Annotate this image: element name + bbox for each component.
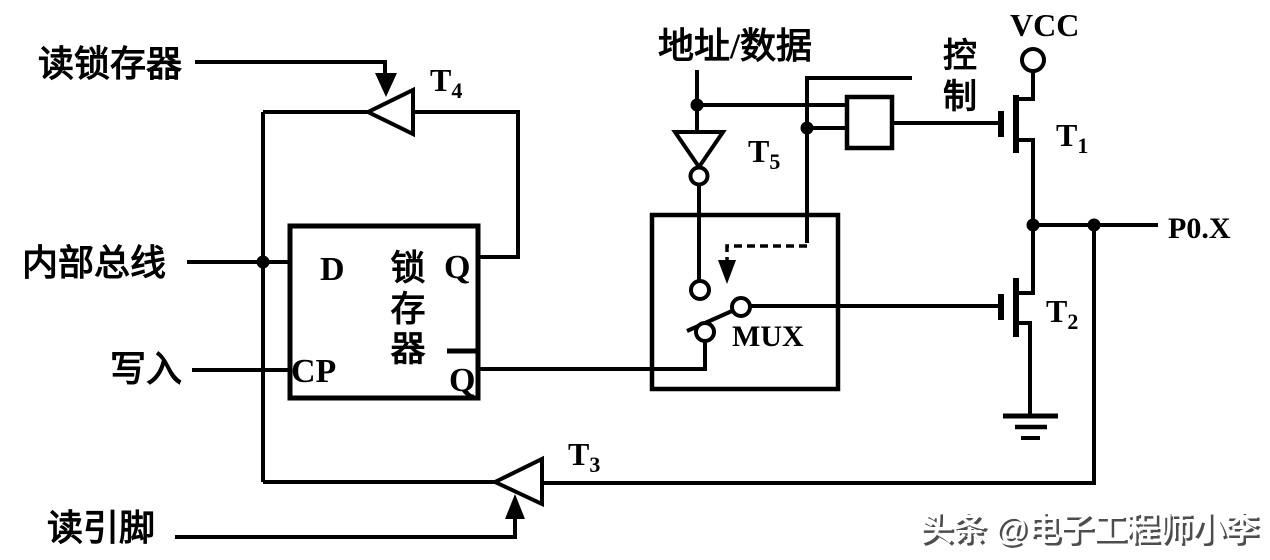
mux-block: MUX — [649, 212, 841, 392]
latch-name-char1: 锁 — [390, 249, 425, 288]
latch-qbar-label: Q — [449, 362, 475, 399]
t2-mosfet: T2 — [998, 278, 1078, 337]
qbar-to-mux-wire — [478, 333, 707, 371]
t3-label: T3 — [568, 436, 600, 477]
q-to-t4-wire — [413, 110, 520, 259]
latch-name-char2: 存 — [390, 290, 425, 329]
latch-box — [287, 223, 481, 401]
mux-contact-common-icon — [730, 296, 752, 318]
junction-dot-control — [800, 121, 814, 135]
watermark: 头条 @电子工程师小李 头条 @电子工程师小李 — [920, 510, 1261, 550]
mux-select-dashed-wire — [725, 244, 807, 262]
read-pin-arrow-icon — [505, 494, 525, 519]
write-label: 写入 — [110, 349, 182, 389]
read-latch-wire — [195, 60, 387, 76]
t2-drain-wire — [1016, 230, 1035, 295]
latch-block: D CP Q Q 锁 存 器 — [287, 223, 481, 401]
read-latch-arrow-icon — [375, 73, 397, 97]
control-label-line2: 制 — [943, 78, 977, 116]
t1-label: T1 — [1056, 117, 1088, 158]
internal-bus-label: 内部总线 — [22, 243, 166, 283]
read-pin-label: 读引脚 — [47, 508, 155, 548]
ground-icon — [1003, 413, 1058, 440]
address-data-label: 地址/数据 — [658, 26, 812, 66]
t4-buffer-triangle-icon — [363, 86, 415, 138]
inverter-triangle-icon — [671, 130, 727, 171]
junction-dot-internal-bus — [256, 255, 270, 269]
t5-inverter: T5 — [671, 130, 780, 187]
wires — [175, 60, 1158, 539]
t5-label: T5 — [748, 133, 780, 174]
latch-name-char3: 器 — [390, 330, 426, 369]
p0x-label: P0.X — [1168, 212, 1231, 245]
read-pin-wire — [175, 517, 517, 539]
t2-label: T2 — [1046, 293, 1078, 334]
watermark-text: 头条 @电子工程师小李 — [920, 510, 1258, 547]
watermark-shadow-text: 头条 @电子工程师小李 — [923, 513, 1261, 550]
junction-dot-address-data — [690, 98, 704, 112]
inverter-bubble-icon — [688, 165, 710, 187]
t4-label: T4 — [430, 62, 462, 103]
mux-label: MUX — [732, 320, 804, 353]
mux-contact-top-icon — [689, 279, 711, 301]
control-label-line1: 控 — [943, 37, 977, 75]
and-gate-box — [844, 94, 895, 151]
junction-dot-t1-source — [1026, 218, 1040, 232]
t1-source-wire — [1016, 138, 1035, 225]
t4-buffer: T4 — [363, 62, 462, 138]
vcc-label: VCC — [1010, 7, 1079, 43]
junction-dot-p0x — [1087, 218, 1101, 232]
t1-mosfet: T1 — [998, 47, 1088, 158]
latch-q-label: Q — [444, 249, 470, 286]
t2-source-wire — [1016, 321, 1032, 414]
read-latch-label: 读锁存器 — [38, 44, 183, 84]
t1-drain-wire — [1016, 72, 1035, 101]
latch-d-label: D — [320, 251, 345, 288]
mux-contact-bottom-icon — [694, 321, 716, 343]
latch-cp-label: CP — [291, 353, 336, 390]
control-wire — [805, 76, 912, 243]
mux-box — [649, 212, 841, 392]
vcc-terminal-icon — [1020, 47, 1046, 73]
mux-select-arrow-icon — [718, 260, 736, 284]
t3-buffer-triangle-icon — [490, 455, 544, 508]
pin-feedback-wire — [542, 225, 1096, 485]
t3-buffer: T3 — [490, 436, 600, 508]
